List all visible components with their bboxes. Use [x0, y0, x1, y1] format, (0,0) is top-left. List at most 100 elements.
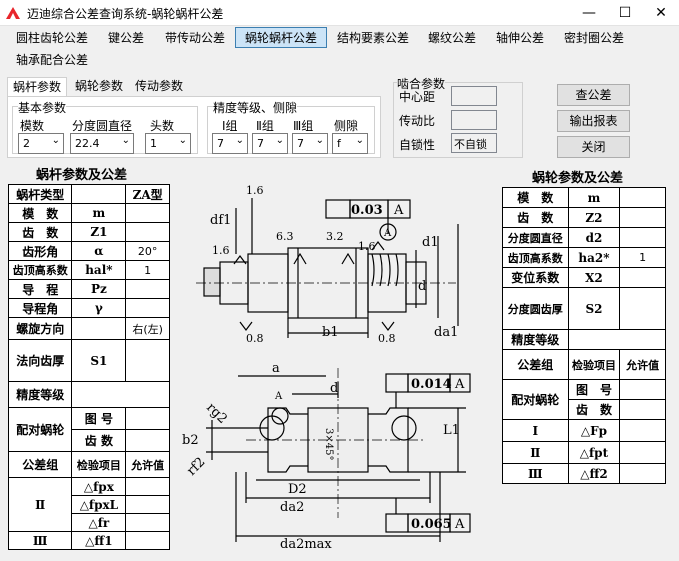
worm-teeth-label: 齿 数 — [7, 222, 73, 242]
wheel-shift-sym: X2 — [567, 267, 621, 288]
backlash-label: 侧隙 — [334, 119, 359, 133]
wheel-teeth-val — [619, 207, 666, 228]
worm-addendum-sym: hal* — [71, 260, 127, 280]
worm-pressure-angle-label: 齿形角 — [7, 241, 73, 261]
worm-grade-label: 精度等级 — [7, 381, 73, 408]
grade2-label: Ⅱ组 — [256, 119, 274, 133]
ratio-label: 传动比 — [399, 114, 436, 128]
subtab-drive-params[interactable]: 传动参数 — [134, 79, 183, 93]
query-button[interactable]: 查公差 — [557, 84, 630, 106]
dim-d1: d1 — [422, 235, 439, 250]
worm-roughness-63: 6.3 — [276, 230, 294, 243]
wheel-shift-val — [619, 267, 666, 288]
close-button[interactable]: 关闭 — [557, 136, 630, 158]
normal-thickness-label: 法向齿厚 — [7, 339, 73, 382]
center-distance-field[interactable] — [451, 86, 497, 106]
grade3-select[interactable]: 7⌄ — [292, 133, 328, 154]
module-label: 模数 — [20, 119, 45, 133]
grade1-select[interactable]: 7⌄ — [212, 133, 248, 154]
chevron-down-icon: ⌄ — [235, 135, 244, 146]
worm-group-2: Ⅱ — [7, 477, 73, 532]
worm-lead-angle-sym: γ — [71, 298, 127, 318]
backlash-select[interactable]: f⌄ — [332, 133, 368, 154]
worm-roughness-e: 0.8 — [246, 332, 264, 345]
wheel-datum-circle: A — [274, 391, 283, 402]
worm-wheel-drawing — [206, 368, 471, 542]
worm-lead-angle-val — [125, 298, 170, 318]
worm-module-sym: m — [71, 203, 127, 223]
wheel-item-fpt: △fpt — [567, 441, 621, 464]
wheel-runout-bottom: 0.065 — [411, 517, 452, 532]
wheel-group-3: Ⅲ — [502, 463, 569, 484]
worm-datum: A — [393, 203, 404, 218]
worm-lead-sym: Pz — [71, 279, 127, 299]
starts-select[interactable]: 1⌄ — [145, 133, 191, 154]
basic-params-title: 基本参数 — [18, 99, 67, 116]
maximize-button[interactable]: ☐ — [618, 5, 632, 21]
module-select[interactable]: 2⌄ — [18, 133, 64, 154]
dim-d: d — [418, 279, 426, 294]
tab-thread[interactable]: 螺纹公差 — [427, 31, 476, 45]
close-window-button[interactable]: ✕ — [655, 5, 667, 21]
worm-roughness-f: 0.8 — [378, 332, 396, 345]
starts-label: 头数 — [150, 119, 175, 133]
wheel-group-2: Ⅱ — [502, 441, 569, 464]
dim-D2: D2 — [288, 482, 307, 497]
worm-roughness-b: 3.2 — [326, 230, 344, 243]
wheel-group-1: Ⅰ — [502, 419, 569, 442]
wheel-item-fp: △Fp — [567, 419, 621, 442]
worm-datum-circle: A — [383, 228, 392, 239]
wheel-thickness-label: 分度圆齿厚 — [502, 287, 569, 330]
wheel-teeth-sym: Z2 — [567, 207, 621, 228]
worm-item-label: 检验项目 — [71, 451, 127, 478]
worm-runout-value: 0.03 — [351, 203, 383, 218]
worm-module-label: 模 数 — [7, 203, 73, 223]
minimize-button[interactable]: — — [582, 5, 596, 21]
dim-chamfer: 3×45° — [323, 428, 334, 460]
ratio-field[interactable] — [451, 110, 497, 130]
dim-wheel-d: d — [330, 381, 338, 396]
helix-direction-value: 右(左) — [125, 317, 170, 340]
worm-pressure-angle-val: 20° — [125, 241, 170, 261]
wheel-mating-teeth-label: 齿 数 — [567, 399, 621, 420]
grade2-select[interactable]: 7⌄ — [252, 133, 288, 154]
dim-da1: da1 — [434, 325, 458, 340]
dim-b1: b1 — [322, 325, 339, 340]
worm-addendum-label: 齿顶高系数 — [7, 260, 73, 280]
dim-L1: L1 — [443, 423, 460, 438]
wheel-drawing-no-label: 图 号 — [567, 379, 621, 400]
helix-direction-label: 螺旋方向 — [7, 317, 73, 340]
worm-item-fr: △fr — [71, 513, 127, 532]
tab-key[interactable]: 键公差 — [107, 31, 144, 45]
worm-roughness-a: 1.6 — [212, 244, 230, 257]
dim-da2max: da2max — [280, 537, 332, 552]
wheel-datum-bottom: A — [454, 517, 465, 532]
tab-seal[interactable]: 密封圈公差 — [563, 31, 624, 45]
tab-structure[interactable]: 结构要素公差 — [336, 31, 409, 45]
subtab-worm-params[interactable]: 蜗杆参数 — [7, 77, 67, 97]
chevron-down-icon: ⌄ — [178, 135, 187, 146]
tab-shaft-ext[interactable]: 轴伸公差 — [495, 31, 544, 45]
worm-roughness-c: 1.6 — [358, 240, 376, 253]
wheel-module-sym: m — [567, 187, 621, 208]
tab-cylindrical-gear[interactable]: 圆柱齿轮公差 — [15, 31, 88, 45]
tab-bearing[interactable]: 轴承配合公差 — [15, 53, 88, 67]
wheel-table-heading: 蜗轮参数及公差 — [532, 171, 624, 186]
wheel-teeth-label: 齿 数 — [502, 207, 569, 228]
tab-belt[interactable]: 带传动公差 — [164, 31, 225, 45]
wheel-pitch-diameter-val — [619, 227, 666, 248]
tab-worm-gear[interactable]: 蜗轮蜗杆公差 — [235, 27, 327, 48]
worm-item-fpx: △fpx — [71, 477, 127, 496]
worm-drawing-no-label: 图 号 — [71, 407, 127, 430]
export-report-button[interactable]: 输出报表 — [557, 110, 630, 132]
subtab-wheel-params[interactable]: 蜗轮参数 — [74, 79, 123, 93]
pitch-diameter-select[interactable]: 22.4⌄ — [70, 133, 134, 154]
worm-item-fpxl: △fpxL — [71, 495, 127, 514]
worm-mating-label: 配对蜗轮 — [7, 407, 73, 452]
wheel-module-val — [619, 187, 666, 208]
wheel-shift-label: 变位系数 — [502, 267, 569, 288]
precision-title: 精度等级、侧隙 — [213, 99, 298, 116]
self-lock-field[interactable]: 不自锁 — [451, 133, 497, 153]
